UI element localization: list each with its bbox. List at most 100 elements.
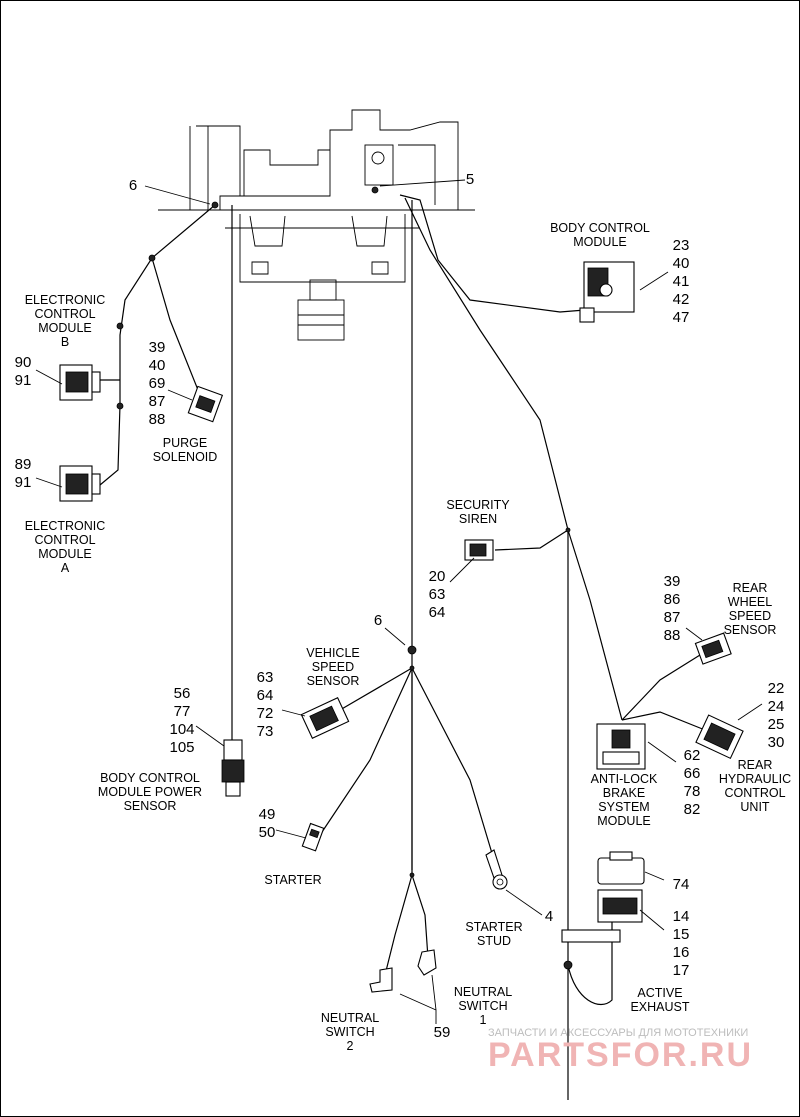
svg-text:SIREN: SIREN: [459, 512, 497, 526]
exhaust-cap: [597, 851, 645, 885]
svg-text:64: 64: [257, 687, 274, 704]
svg-text:2: 2: [347, 1039, 354, 1053]
svg-text:SWITCH: SWITCH: [325, 1025, 374, 1039]
svg-text:ELECTRONIC: ELECTRONIC: [25, 519, 106, 533]
label-rear-hcu: REAR HYDRAULIC CONTROL UNIT: [719, 758, 791, 814]
component-labels: ELECTRONIC CONTROL MODULE B ELECTRONIC C…: [25, 221, 791, 1053]
callout-bcm-power: 56 77 104 105: [169, 685, 194, 756]
svg-text:24: 24: [768, 698, 785, 715]
svg-text:SENSOR: SENSOR: [724, 623, 777, 637]
label-starter: STARTER: [264, 873, 321, 887]
wire-harness: [92, 194, 706, 1100]
security-siren-connector: [464, 539, 494, 561]
callout-starter-stud: 4: [545, 908, 553, 925]
svg-text:WHEEL: WHEEL: [728, 595, 773, 609]
svg-text:CONTROL: CONTROL: [34, 533, 95, 547]
svg-text:B: B: [61, 335, 69, 349]
svg-text:25: 25: [768, 716, 785, 733]
svg-text:MODULE: MODULE: [597, 814, 650, 828]
svg-text:UNIT: UNIT: [740, 800, 770, 814]
svg-text:SWITCH: SWITCH: [458, 999, 507, 1013]
label-neutral-switch-1: NEUTRAL SWITCH 1: [454, 985, 512, 1027]
svg-text:50: 50: [259, 824, 276, 841]
svg-text:PURGE: PURGE: [163, 436, 207, 450]
svg-text:22: 22: [768, 680, 785, 697]
svg-text:EXHAUST: EXHAUST: [630, 1000, 689, 1014]
neutral-switch-2-boot: [369, 967, 393, 993]
svg-text:1: 1: [480, 1013, 487, 1027]
svg-text:MODULE POWER: MODULE POWER: [98, 785, 202, 799]
callout-rear-wheel: 39 86 87 88: [664, 573, 681, 644]
svg-text:73: 73: [257, 723, 274, 740]
svg-text:86: 86: [664, 591, 681, 608]
svg-text:BODY CONTROL: BODY CONTROL: [100, 771, 200, 785]
svg-text:STARTER: STARTER: [465, 920, 522, 934]
callout-starter: 49 50: [259, 806, 276, 841]
svg-text:104: 104: [169, 721, 194, 738]
svg-text:39: 39: [149, 339, 166, 356]
svg-text:MODULE: MODULE: [38, 547, 91, 561]
svg-text:VEHICLE: VEHICLE: [306, 646, 360, 660]
svg-text:SENSOR: SENSOR: [307, 674, 360, 688]
svg-text:63: 63: [257, 669, 274, 686]
callout-6-mid: 6: [374, 612, 382, 629]
label-active-exhaust: ACTIVE EXHAUST: [630, 986, 689, 1014]
svg-text:SECURITY: SECURITY: [446, 498, 510, 512]
label-starter-stud: STARTER STUD: [465, 920, 522, 948]
svg-text:56: 56: [174, 685, 191, 702]
svg-text:40: 40: [149, 357, 166, 374]
callout-ecm-a: 89 91: [15, 456, 32, 491]
svg-text:NEUTRAL: NEUTRAL: [454, 985, 512, 999]
svg-text:MODULE: MODULE: [573, 235, 626, 249]
svg-text:47: 47: [673, 309, 690, 326]
svg-text:77: 77: [174, 703, 191, 720]
svg-text:HYDRAULIC: HYDRAULIC: [719, 772, 791, 786]
svg-text:90: 90: [15, 354, 32, 371]
starter-stud-ring-terminal: [485, 849, 508, 890]
svg-text:66: 66: [684, 765, 701, 782]
callout-numbers: 6 5 23 40 41 42 47 90 91 39 40 69 87 88 …: [15, 171, 785, 1041]
callout-exhaust: 14 15 16 17: [673, 908, 690, 979]
svg-text:SPEED: SPEED: [729, 609, 771, 623]
svg-text:BODY CONTROL: BODY CONTROL: [550, 221, 650, 235]
watermark-brand: PARTSFOR.RU: [488, 1036, 753, 1074]
svg-text:41: 41: [673, 273, 690, 290]
svg-text:78: 78: [684, 783, 701, 800]
callout-rear-hcu: 22 24 25 30: [768, 680, 785, 751]
svg-text:MODULE: MODULE: [38, 321, 91, 335]
svg-text:40: 40: [673, 255, 690, 272]
svg-text:16: 16: [673, 944, 690, 961]
svg-text:14: 14: [673, 908, 690, 925]
svg-text:87: 87: [664, 609, 681, 626]
svg-text:30: 30: [768, 734, 785, 751]
svg-text:88: 88: [149, 411, 166, 428]
svg-text:39: 39: [664, 573, 681, 590]
chassis-drawing: [158, 109, 475, 341]
svg-text:BRAKE: BRAKE: [603, 786, 645, 800]
bcm-power-sensor-connector: [221, 739, 245, 797]
svg-text:89: 89: [15, 456, 32, 473]
svg-text:17: 17: [673, 962, 690, 979]
label-security-siren: SECURITY SIREN: [446, 498, 510, 526]
callout-neutral: 59: [434, 1024, 451, 1041]
label-vehicle-speed-sensor: VEHICLE SPEED SENSOR: [306, 646, 360, 688]
callout-abs: 62 66 78 82: [684, 747, 701, 818]
leader-lines: [35, 179, 763, 1024]
svg-text:REAR: REAR: [738, 758, 773, 772]
abs-module-connector: [596, 723, 646, 770]
svg-text:105: 105: [169, 739, 194, 756]
svg-text:63: 63: [429, 586, 446, 603]
svg-text:88: 88: [664, 627, 681, 644]
ecm-b-connector: [59, 364, 101, 401]
svg-text:SOLENOID: SOLENOID: [153, 450, 218, 464]
label-rear-wheel-speed-sensor: REAR WHEEL SPEED SENSOR: [724, 581, 777, 637]
svg-text:STUD: STUD: [477, 934, 511, 948]
starter-terminal: [301, 822, 325, 852]
svg-text:ACTIVE: ACTIVE: [637, 986, 682, 1000]
svg-text:SYSTEM: SYSTEM: [598, 800, 649, 814]
label-ecm-a: ELECTRONIC CONTROL MODULE A: [25, 519, 106, 575]
svg-text:49: 49: [259, 806, 276, 823]
rear-hcu-connector: [695, 714, 744, 760]
purge-solenoid-connector: [187, 385, 224, 423]
svg-text:CONTROL: CONTROL: [724, 786, 785, 800]
